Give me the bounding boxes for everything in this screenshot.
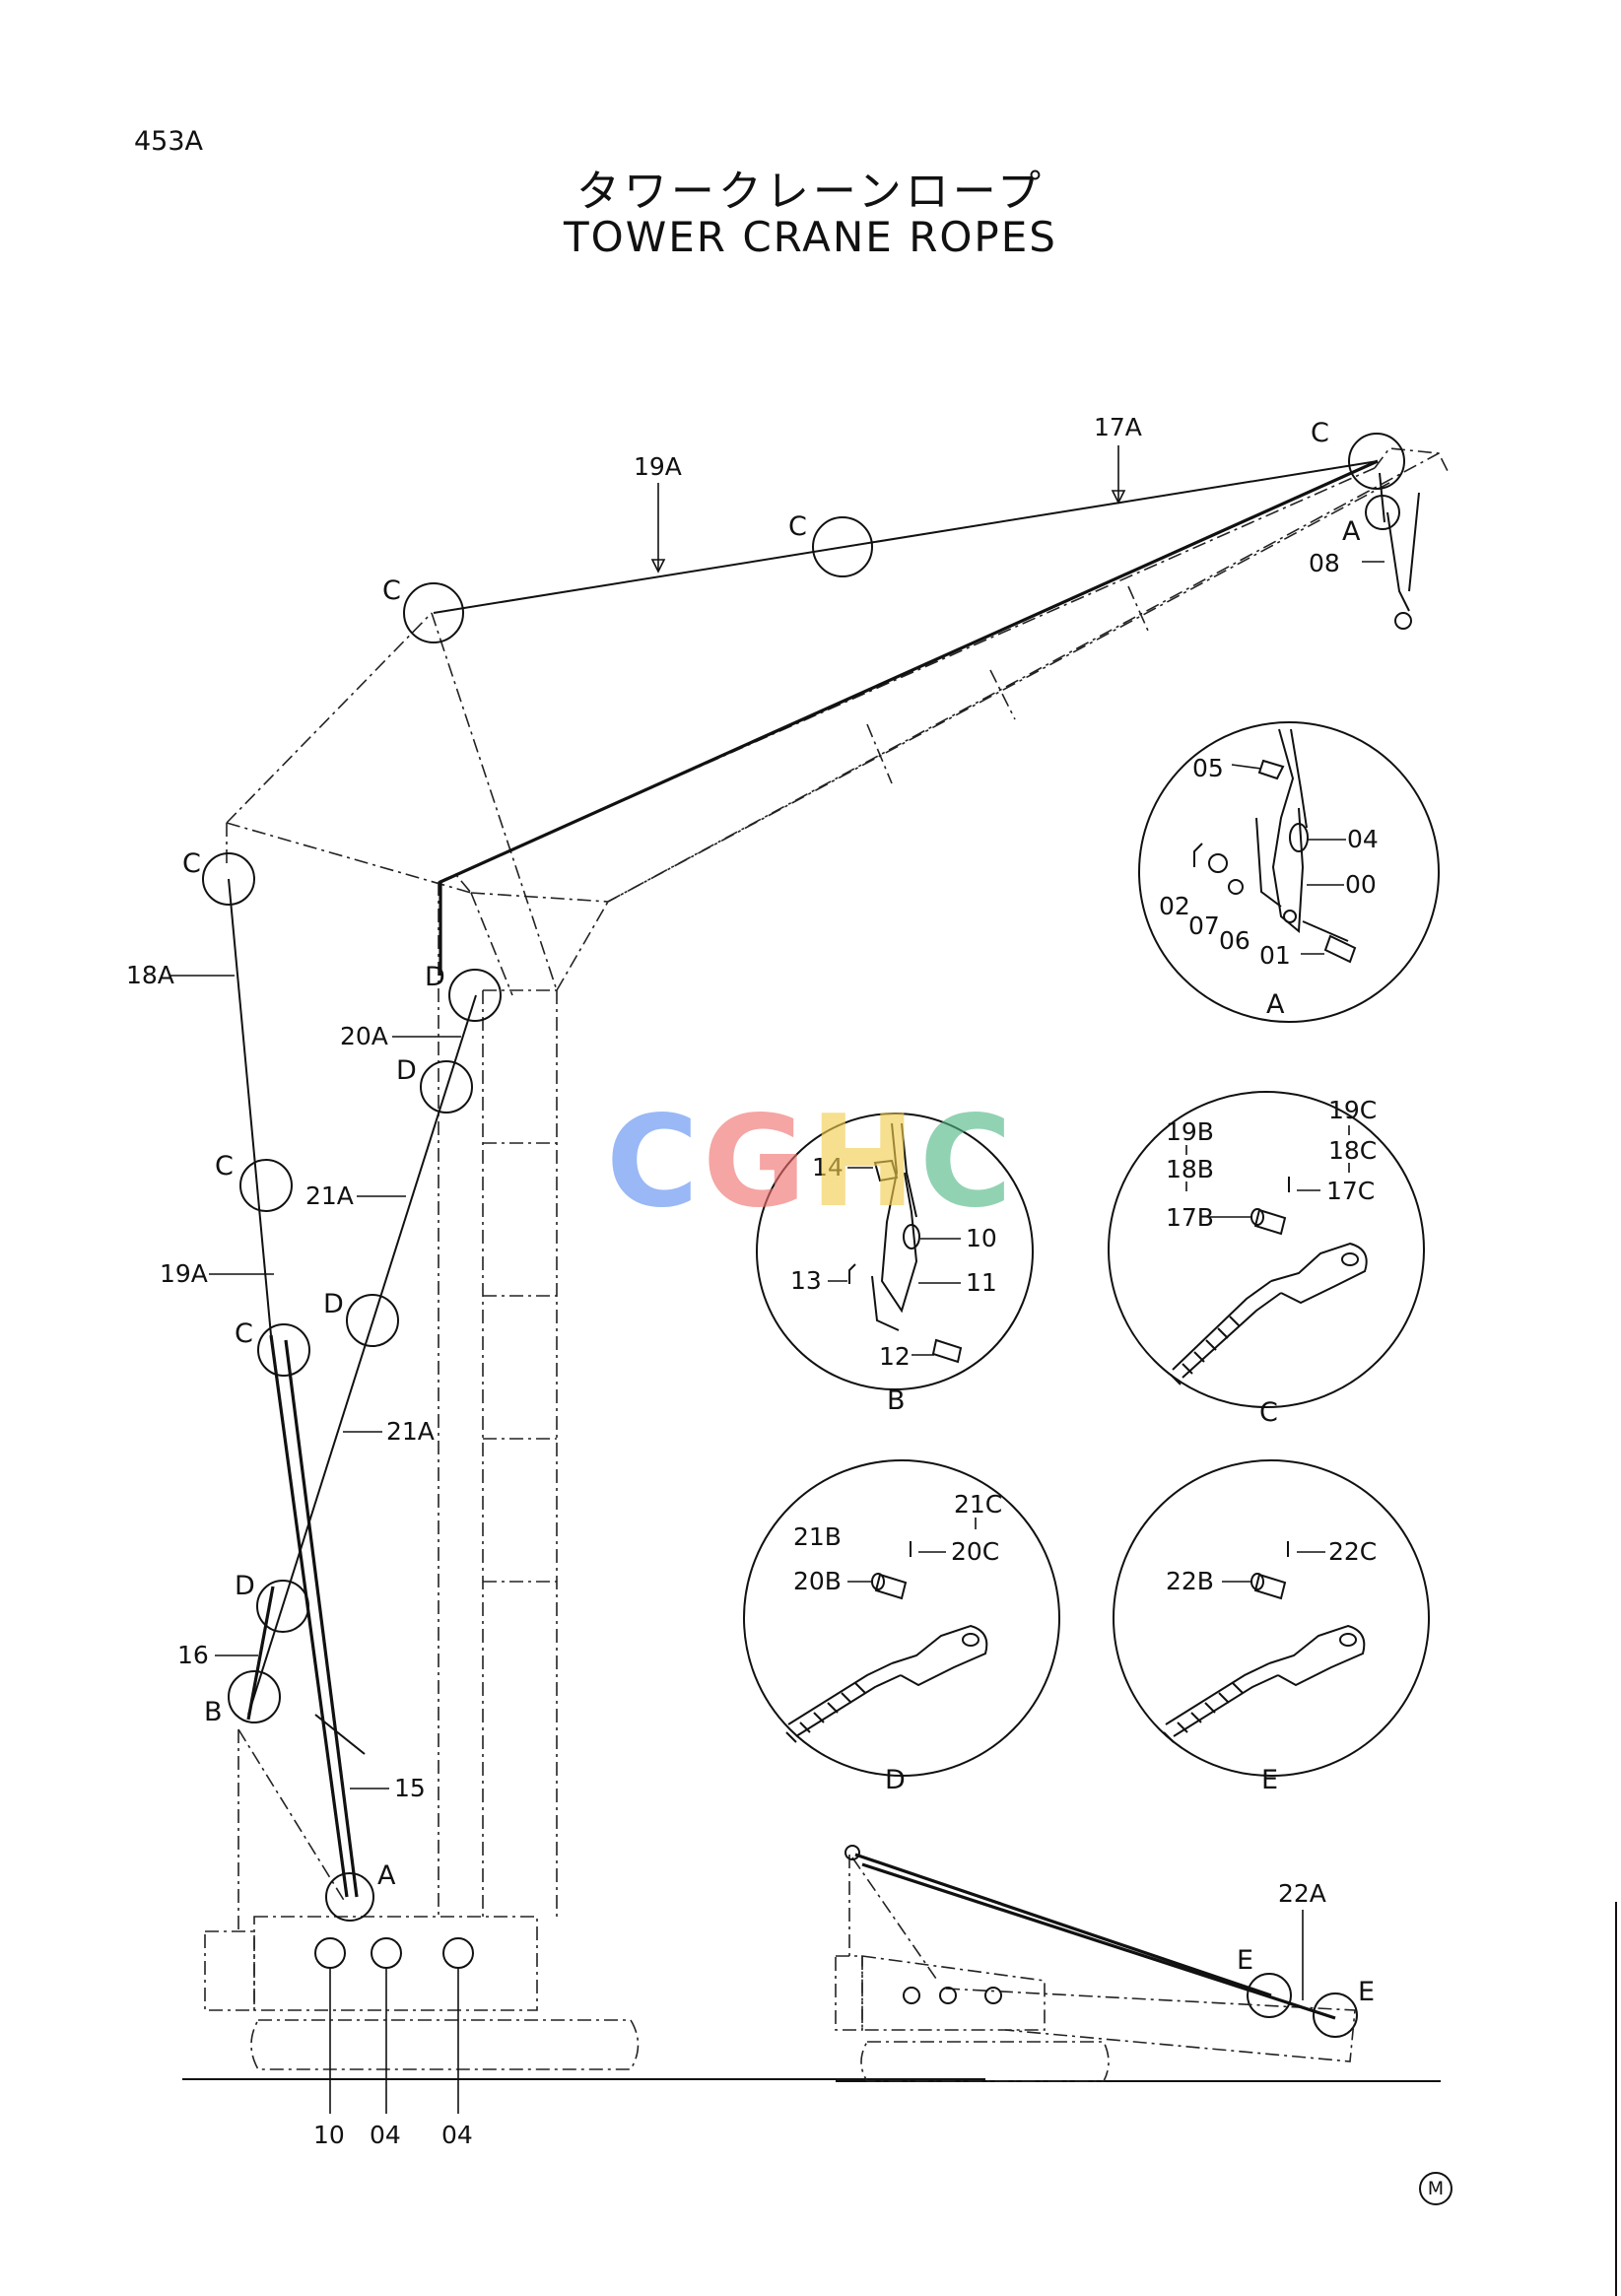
detail-e-part-22b: 22B xyxy=(1166,1567,1214,1595)
base-label-04b: 04 xyxy=(441,2121,473,2149)
detail-c-part-17c: 17C xyxy=(1326,1177,1375,1205)
tower-mast xyxy=(438,874,609,1920)
callout-c-19a-low: C xyxy=(235,1318,253,1349)
detail-a: 05 04 00 02 07 06 01 A xyxy=(1138,721,1440,1023)
manufacturer-mark: M xyxy=(1419,2172,1452,2205)
label-08: 08 xyxy=(1309,549,1340,577)
detail-a-title: A xyxy=(1266,989,1285,1020)
detail-a-part-07: 07 xyxy=(1188,912,1220,940)
detail-d-part-20b: 20B xyxy=(793,1567,842,1595)
callout-c-17a-tip: C xyxy=(1311,418,1329,448)
watermark-letter-4: C xyxy=(919,1089,1017,1236)
callout-c-19a-left: C xyxy=(215,1151,234,1182)
rope-19a-17a xyxy=(433,460,1379,614)
label-19a-top: 19A xyxy=(634,452,682,481)
hook-block xyxy=(1379,472,1420,630)
detail-c: 19C 18C 17C 19B 18B 17B C xyxy=(1108,1091,1425,1428)
detail-c-part-18b: 18B xyxy=(1166,1155,1214,1183)
detail-c-title: C xyxy=(1259,1397,1278,1428)
detail-d: 21C 20C 21B 20B D xyxy=(743,1459,1060,1795)
callout-circles xyxy=(202,433,1405,2038)
detail-b-part-10: 10 xyxy=(966,1224,997,1252)
detail-b-title: B xyxy=(887,1385,906,1416)
label-18a: 18A xyxy=(126,961,174,989)
callout-c-18a-top: C xyxy=(182,848,201,879)
detail-e-title: E xyxy=(1261,1765,1278,1795)
watermark-logo: CGHC xyxy=(606,1089,1016,1236)
watermark-letter-1: C xyxy=(606,1089,703,1236)
detail-a-part-06: 06 xyxy=(1219,926,1250,955)
gantry-frame xyxy=(226,612,558,991)
watermark-letter-2: G xyxy=(702,1089,810,1236)
detail-a-part-01: 01 xyxy=(1259,941,1291,970)
base-label-04a: 04 xyxy=(370,2121,401,2149)
label-21a-lower: 21A xyxy=(386,1417,435,1446)
callout-d-20a-low: D xyxy=(396,1055,417,1086)
callout-d-21a: D xyxy=(323,1289,344,1319)
pendant-ropes xyxy=(228,459,1379,1898)
callout-letters: C C C C C C D D D D B A A E E xyxy=(182,418,1375,2007)
label-21a-upper: 21A xyxy=(305,1182,354,1210)
label-19a-left: 19A xyxy=(160,1259,208,1288)
callout-b-16: B xyxy=(204,1697,223,1727)
boom-down-view xyxy=(835,1845,1356,2082)
detail-a-part-04: 04 xyxy=(1347,825,1379,853)
detail-a-part-02: 02 xyxy=(1159,892,1190,920)
callout-e-22a-1: E xyxy=(1237,1945,1253,1976)
detail-b-part-12: 12 xyxy=(879,1342,911,1371)
page-number: 453A xyxy=(134,126,204,157)
rope-labels: 19A 17A 08 18A 20A 21A 19A 21A 16 15 22A xyxy=(126,413,1385,2000)
label-17a: 17A xyxy=(1094,413,1142,441)
callout-d-16: D xyxy=(235,1571,255,1601)
base-labels: 10 04 04 xyxy=(313,1968,473,2149)
callout-a-15: A xyxy=(377,1860,396,1891)
rope-upper-boom xyxy=(439,459,1379,884)
callout-a-08: A xyxy=(1342,516,1361,547)
callout-c-19a-top: C xyxy=(382,575,401,606)
label-16: 16 xyxy=(177,1641,209,1669)
label-20a: 20A xyxy=(340,1022,388,1050)
detail-d-title: D xyxy=(885,1765,906,1795)
label-22a: 22A xyxy=(1278,1879,1326,1908)
detail-c-part-19b: 19B xyxy=(1166,1117,1214,1146)
detail-e: 22C 22B E xyxy=(1113,1459,1430,1795)
callout-c-19a-mid: C xyxy=(788,511,807,542)
callout-e-22a-2: E xyxy=(1358,1977,1375,2007)
base-label-10: 10 xyxy=(313,2121,345,2149)
detail-b-part-14: 14 xyxy=(812,1153,844,1182)
detail-b-part-11: 11 xyxy=(966,1268,997,1297)
title-english: TOWER CRANE ROPES xyxy=(564,213,1057,261)
detail-c-part-17b: 17B xyxy=(1166,1203,1214,1232)
callout-d-20a-top: D xyxy=(425,962,445,992)
detail-d-part-21c: 21C xyxy=(954,1490,1002,1519)
detail-a-part-05: 05 xyxy=(1192,754,1224,782)
detail-d-part-21b: 21B xyxy=(793,1522,842,1551)
detail-b-part-13: 13 xyxy=(790,1266,822,1295)
detail-c-part-18c: 18C xyxy=(1328,1136,1377,1165)
watermark-letter-3: H xyxy=(810,1089,920,1236)
detail-e-part-22c: 22C xyxy=(1328,1537,1377,1566)
detail-b: 14 10 11 13 12 B xyxy=(756,1113,1034,1416)
detail-a-part-00: 00 xyxy=(1345,870,1377,899)
label-15: 15 xyxy=(394,1774,426,1802)
jib-boom xyxy=(438,447,1450,903)
detail-d-part-20c: 20C xyxy=(951,1537,999,1566)
title-japanese: タワークレーンロープ xyxy=(575,167,1046,217)
detail-c-part-19c: 19C xyxy=(1328,1096,1377,1124)
